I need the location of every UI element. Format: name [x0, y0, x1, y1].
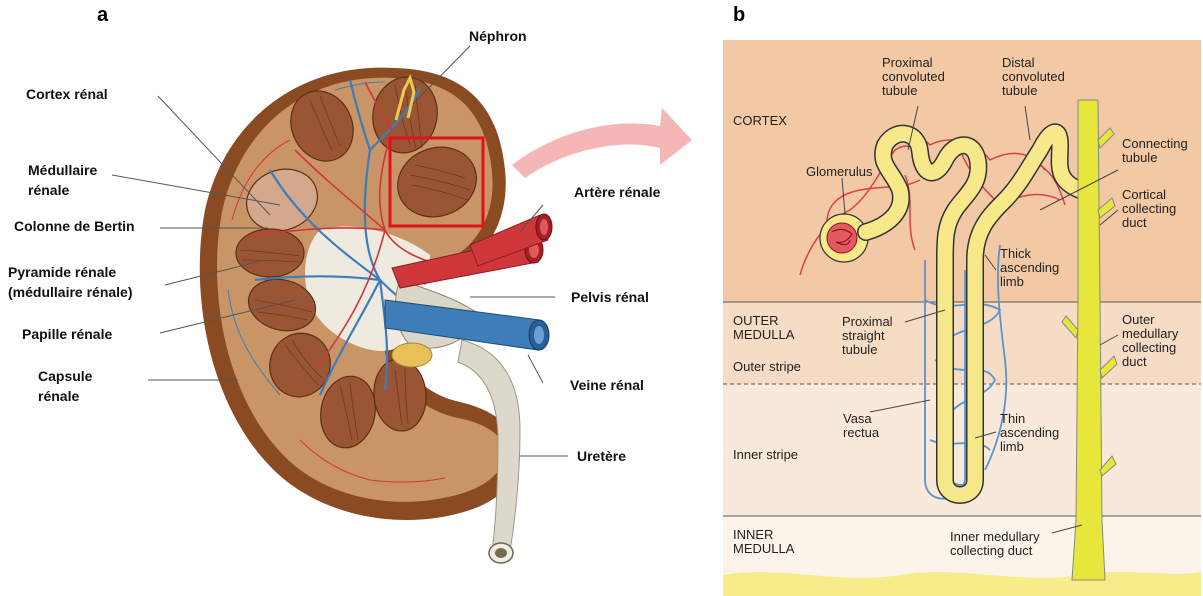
- zone-label-inner-medulla-2: MEDULLA: [733, 542, 794, 556]
- zone-label-inner-medulla-1: INNER: [733, 528, 773, 542]
- papilla-wave: [723, 572, 1201, 596]
- zone-label-cortex: CORTEX: [733, 114, 787, 128]
- zone-label-inner-stripe: Inner stripe: [733, 448, 798, 462]
- zone-label-outer-stripe: Outer stripe: [733, 360, 801, 374]
- zone-label-outer-medulla-2: MEDULLA: [733, 328, 794, 342]
- zone-label-outer-medulla-1: OUTER: [733, 314, 779, 328]
- zone-cortex-bg: [723, 40, 1201, 302]
- label-glomerulus: Glomerulus: [806, 165, 872, 179]
